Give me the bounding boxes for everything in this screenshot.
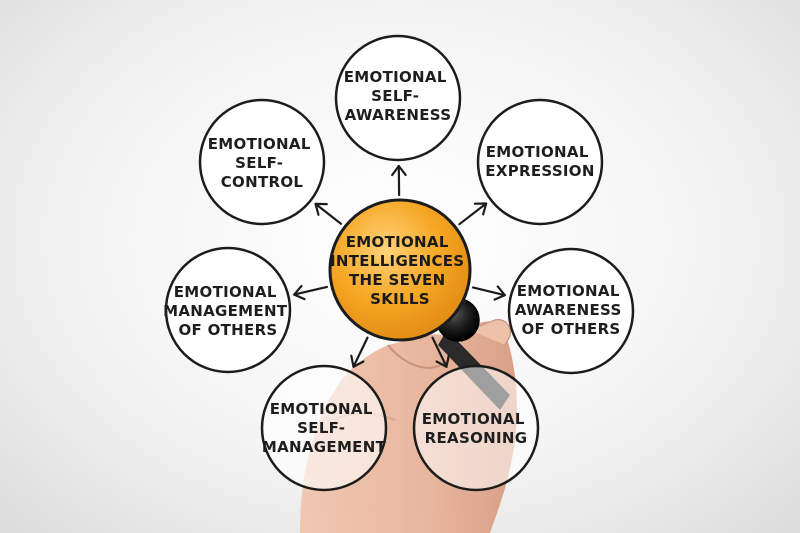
node-reasoning-label: EMOTIONAL REASONING <box>422 410 530 447</box>
node-management-of-others-label: EMOTIONAL MANAGEMENT OF OTHERS <box>163 283 293 339</box>
node-expression-label: EMOTIONAL EXPRESSION <box>485 143 594 180</box>
node-self-management: EMOTIONAL SELF- MANAGEMENT <box>260 364 388 492</box>
node-expression: EMOTIONAL EXPRESSION <box>476 98 604 226</box>
node-self-awareness-label: EMOTIONAL SELF- AWARENESS <box>344 68 452 124</box>
arrow-line-management-of-others <box>293 285 329 296</box>
arrow-line-awareness-of-others <box>471 286 506 297</box>
arrow-head-expression <box>473 202 488 216</box>
arrow-head-awareness-of-others <box>493 285 506 301</box>
node-self-control-label: EMOTIONAL SELF- CONTROL <box>208 135 316 191</box>
center-label: EMOTIONAL INTELLIGENCES THE SEVEN SKILLS <box>330 233 470 308</box>
node-awareness-of-others: EMOTIONAL AWARENESS OF OTHERS <box>507 247 635 375</box>
arrow-head-self-awareness <box>391 164 407 177</box>
connector-arrows <box>293 164 506 368</box>
node-reasoning: EMOTIONAL REASONING <box>412 364 540 492</box>
arrow-head-self-control <box>314 202 328 216</box>
node-self-management-label: EMOTIONAL SELF- MANAGEMENT <box>262 400 387 456</box>
arrow-line-self-management <box>352 336 369 368</box>
arrow-line-expression <box>458 202 488 226</box>
arrow-head-management-of-others <box>293 284 306 301</box>
arrow-line-self-control <box>314 202 343 225</box>
center-node: EMOTIONAL INTELLIGENCES THE SEVEN SKILLS <box>328 198 472 342</box>
arrow-line-reasoning <box>431 336 448 368</box>
node-awareness-of-others-label: EMOTIONAL AWARENESS OF OTHERS <box>515 282 627 338</box>
arrow-head-self-management <box>350 354 365 368</box>
node-self-control: EMOTIONAL SELF- CONTROL <box>198 98 326 226</box>
arrow-head-reasoning <box>435 354 450 368</box>
node-management-of-others: EMOTIONAL MANAGEMENT OF OTHERS <box>163 246 293 374</box>
node-self-awareness: EMOTIONAL SELF- AWARENESS <box>334 34 462 162</box>
